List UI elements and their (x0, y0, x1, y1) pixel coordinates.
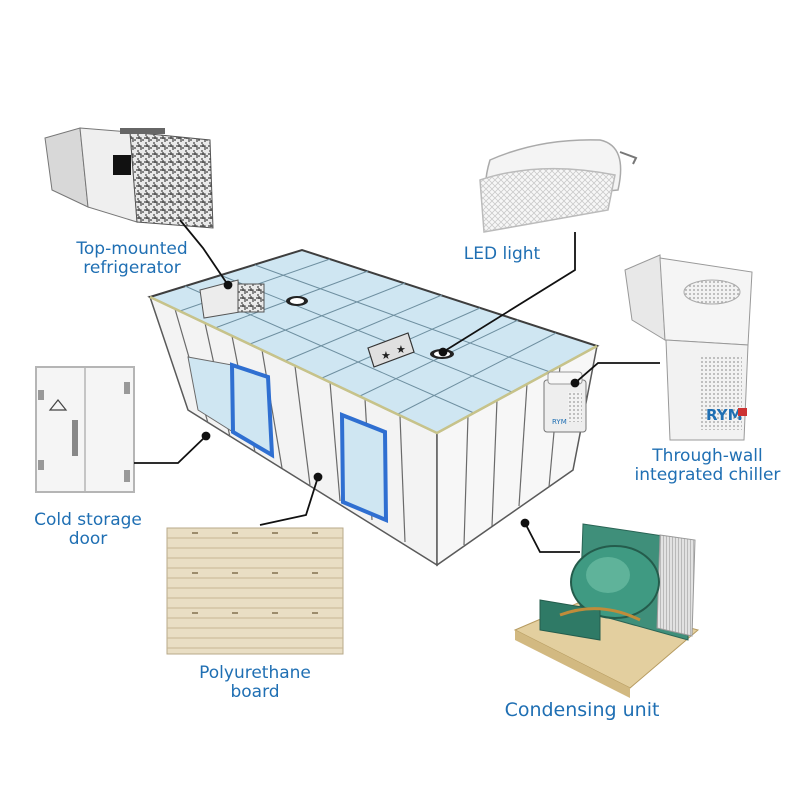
leader-board (259, 476, 319, 526)
label-led-light: LED light (447, 245, 557, 264)
label-line: Polyurethane (199, 663, 311, 683)
cold-room-door-middle (339, 412, 389, 524)
svg-text:★: ★ (381, 349, 391, 362)
label-top-mounted-refrigerator: Top-mounted refrigerator (52, 240, 212, 278)
chiller-brand-text: RYM (706, 406, 743, 424)
label-cold-storage-door: Cold storage door (18, 511, 158, 549)
label-through-wall-chiller: Through-wall integrated chiller (620, 447, 795, 485)
label-line: board (230, 682, 280, 702)
led-light-image (479, 139, 638, 233)
roof-refrigerator-unit (199, 279, 265, 319)
cold-storage-door-image (35, 366, 135, 493)
cold-room: ★ ★ RYM (147, 248, 600, 567)
ceiling-light-left (286, 296, 308, 306)
label-line: Top-mounted (76, 239, 188, 259)
label-line: refrigerator (83, 258, 181, 278)
roof-evaporator: ★ ★ (367, 332, 415, 368)
leader-lines (134, 219, 660, 553)
leader-condensing (524, 522, 580, 553)
label-line: Through-wall (652, 446, 763, 466)
label-line: Condensing unit (504, 699, 660, 721)
label-line: door (68, 529, 108, 549)
label-line: integrated chiller (634, 465, 781, 485)
svg-text:★: ★ (396, 343, 406, 356)
leader-chiller (574, 362, 660, 384)
polyurethane-board-image (166, 527, 344, 655)
leader-refrigerator (179, 219, 229, 286)
leader-door (134, 435, 207, 464)
leader-led-light (442, 232, 576, 353)
top-mounted-refrigerator-image (44, 127, 214, 229)
label-polyurethane-board: Polyurethane board (180, 664, 330, 702)
label-line: LED light (463, 244, 541, 264)
condensing-unit-image (513, 523, 700, 698)
label-condensing-unit: Condensing unit (482, 701, 682, 720)
wall-chiller-unit: RYM (543, 371, 587, 433)
svg-text:RYM: RYM (552, 418, 567, 426)
through-wall-chiller-image: RYM (624, 254, 753, 441)
label-line: Cold storage (34, 510, 142, 530)
cold-room-door-open (187, 356, 275, 459)
